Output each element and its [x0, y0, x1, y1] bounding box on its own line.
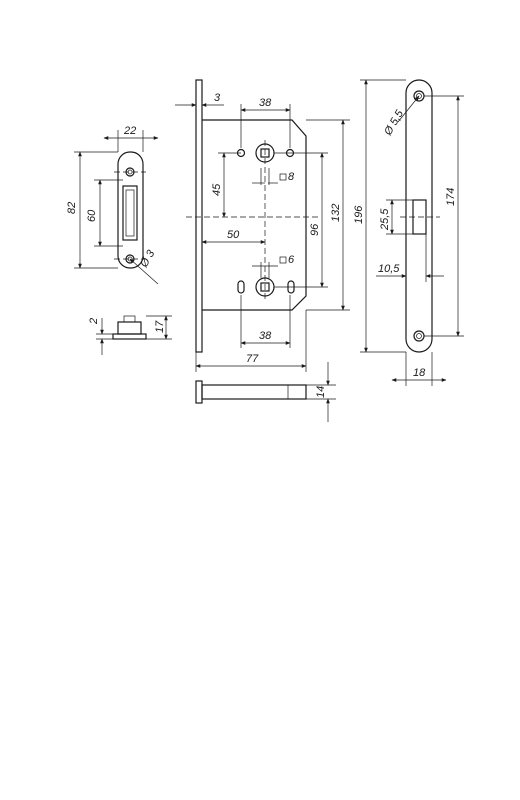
strike-inner-tab: [125, 189, 135, 237]
lock-body-view: 3 38 8 45 50 6 96 132: [175, 79, 350, 372]
strike-side-view: 17 2: [88, 315, 172, 355]
strike-plate-outline: [117, 151, 144, 269]
lock-front-plate: [195, 79, 203, 353]
faceplate-height-label: 196: [353, 205, 365, 224]
body-depth-label: 77: [246, 353, 259, 365]
lower-hole-spacing-label: 38: [259, 330, 272, 342]
strike-inner-height-label: 60: [86, 209, 98, 222]
latch-height-label: 25,5: [379, 208, 391, 231]
centers-distance-label: 96: [309, 223, 321, 236]
strike-depth-label: 17: [154, 320, 166, 333]
body-height-label: 132: [330, 204, 342, 222]
strike-plate-view: 22 82 60 Ø 3: [66, 125, 159, 285]
body-thickness-label: 14: [315, 386, 327, 398]
latch-offset-label: 10,5: [378, 263, 400, 275]
upper-square-label: 8: [288, 171, 295, 183]
upper-hole-spacing-label: 38: [259, 97, 272, 109]
lower-square-label: 6: [288, 254, 295, 266]
lock-body-outline: [202, 119, 307, 311]
strike-width-label: 22: [123, 125, 136, 137]
strike-thickness-label: 2: [88, 318, 100, 325]
faceplate-width-label: 18: [413, 367, 426, 379]
front-plate-thickness-label: 3: [214, 92, 221, 104]
strike-hole-label: Ø 3: [138, 247, 158, 270]
strike-height-label: 82: [66, 202, 78, 214]
faceplate-hole-label: Ø 5,5: [382, 107, 407, 138]
faceplate-outline: [405, 79, 433, 353]
strike-opening: [122, 185, 138, 241]
backset-label: 50: [227, 229, 240, 241]
faceplate-hole-centers-label: 174: [445, 188, 457, 206]
upper-backset-label: 45: [211, 183, 223, 196]
faceplate-view: Ø 5,5 196 174 25,5 10,5 18: [353, 79, 464, 386]
faceplate-screw-hole-bottom: [413, 330, 425, 342]
lock-side-view: 14: [195, 362, 336, 422]
